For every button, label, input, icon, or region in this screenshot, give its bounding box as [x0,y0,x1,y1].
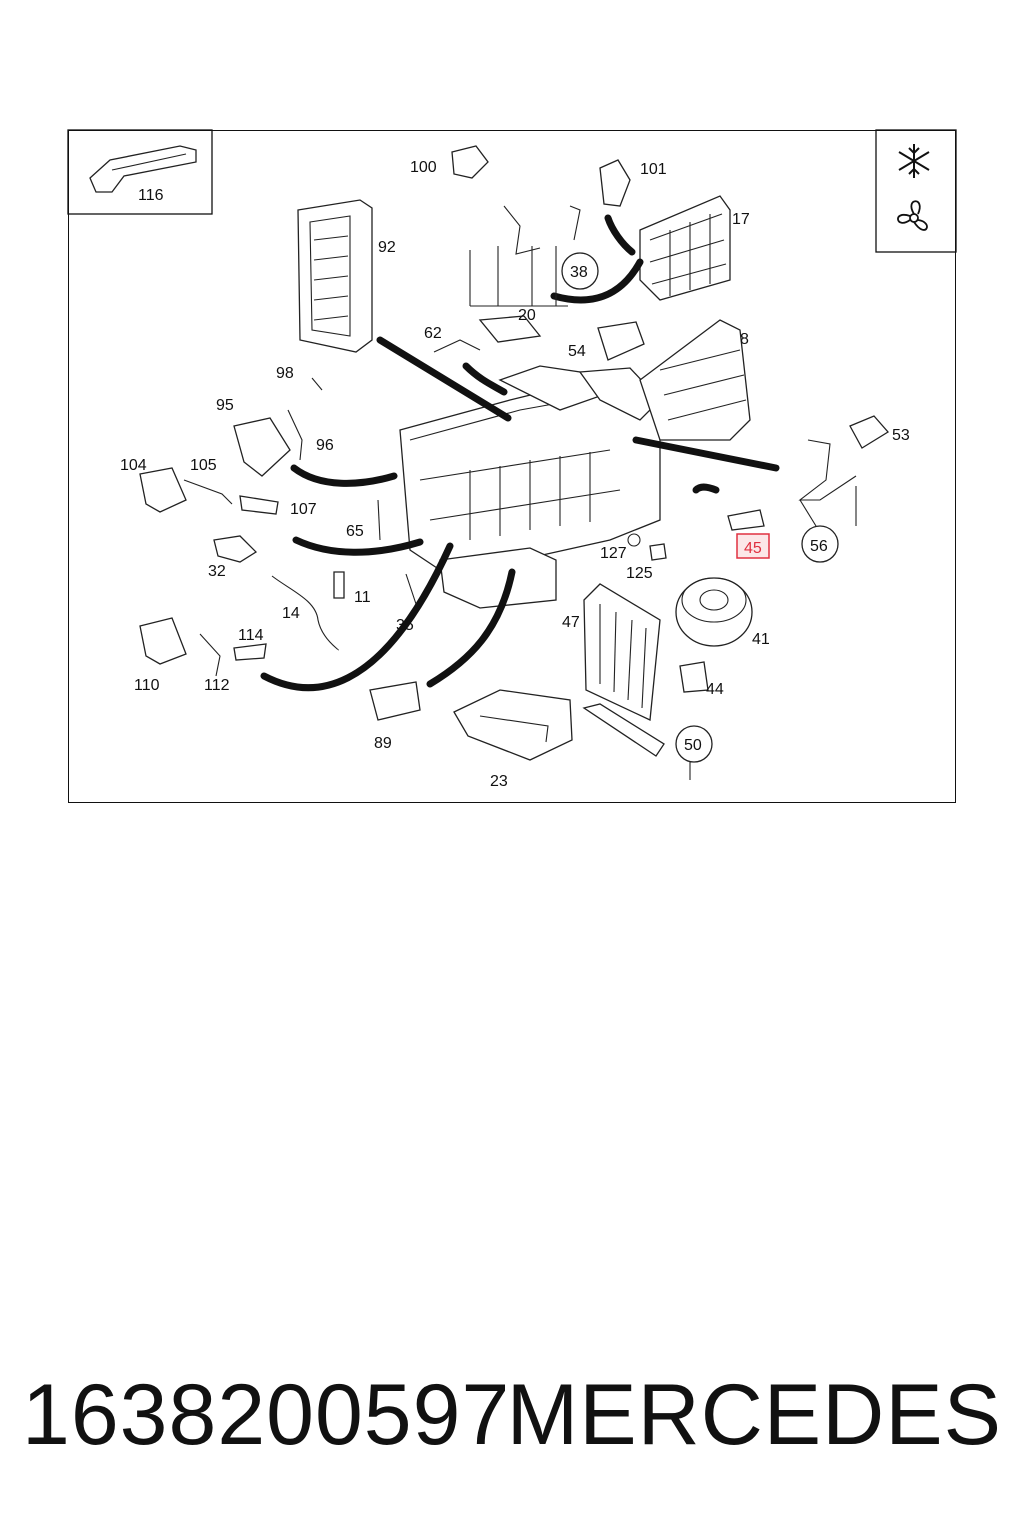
callout-127: 127 [600,545,627,562]
callout-116: 116 [138,187,164,204]
part-number: 1638200597 [22,1367,511,1463]
callout-47: 47 [562,614,580,631]
part-50 [582,703,665,757]
callout-45: 45 [744,540,762,557]
callout-62: 62 [424,325,442,342]
callout-38: 38 [570,264,588,281]
callout-53: 53 [892,427,910,444]
callout-56: 56 [810,538,828,555]
callout-20: 20 [518,307,536,324]
callout-107: 107 [290,501,317,518]
part-17 [639,195,731,301]
callout-44: 44 [706,681,724,698]
callout-110: 110 [134,677,160,694]
arrows [260,214,780,692]
callout-circle-38 [561,252,599,290]
callout-23: 23 [490,773,508,790]
callout-11: 11 [354,589,371,606]
footer: 1638200597 MERCEDES [0,1360,1024,1470]
part-92 [297,199,373,353]
callout-112: 112 [204,677,230,694]
callout-8: 8 [740,331,749,348]
callout-105: 105 [190,457,217,474]
callout-32: 32 [208,563,226,580]
callout-14: 14 [282,605,300,622]
part-47 [583,583,661,721]
callout-96: 96 [316,437,334,454]
diagram-frame [68,130,956,803]
callout-95: 95 [216,397,234,414]
callout-125: 125 [626,565,653,582]
callout-17: 17 [732,211,750,228]
callout-35: 35 [396,617,414,634]
callout-114: 114 [238,627,264,644]
main-hvac-housing [399,319,751,609]
callout-circle-50 [675,725,713,763]
highlight-box-45 [736,533,770,559]
fan-icon [897,200,928,231]
callout-104: 104 [120,457,147,474]
callout-54: 54 [568,343,586,360]
part-116 [89,145,197,193]
callout-89: 89 [374,735,392,752]
part-23 [453,689,573,761]
callout-50: 50 [684,737,702,754]
callout-41: 41 [752,631,770,648]
callout-98: 98 [276,365,294,382]
callout-circle-56 [801,525,839,563]
small-parts [139,145,889,721]
leader-lines [469,246,857,780]
callout-92: 92 [378,239,396,256]
legend-box [875,129,957,253]
part-41 [675,577,753,647]
callout-65: 65 [346,523,364,540]
callout-100: 100 [410,159,437,176]
snowflake-icon [898,144,930,178]
brand-name: MERCEDES [506,1367,1002,1463]
callout-101: 101 [640,161,667,178]
inset-box-116 [67,129,213,215]
